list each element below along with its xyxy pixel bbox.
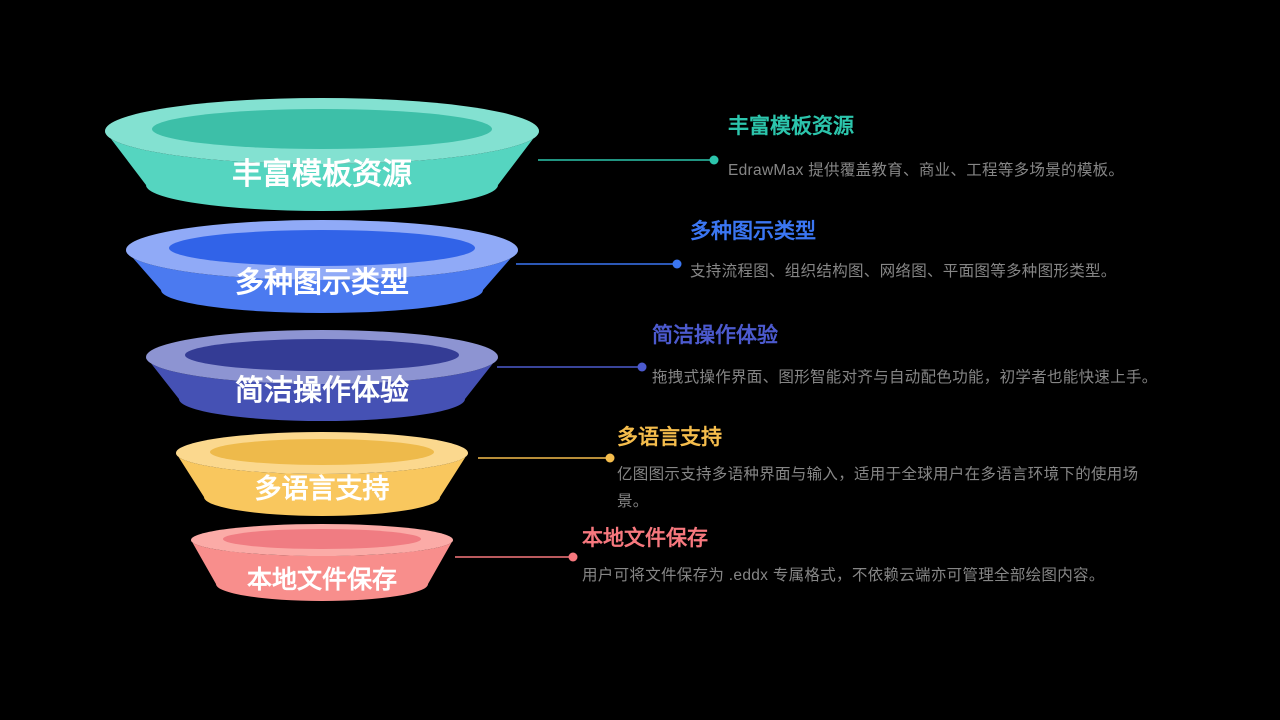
connector-dot-4 — [605, 453, 615, 463]
funnel-level-3: 简洁操作体验 — [146, 330, 647, 421]
funnel-level-2-hole — [169, 230, 475, 266]
feature-description-2: 支持流程图、组织结构图、网络图、平面图等多种图形类型。 — [690, 263, 1117, 280]
funnel-level-5-hole — [223, 529, 421, 549]
connector-dot-2 — [672, 259, 682, 269]
funnel-level-1-hole — [152, 109, 492, 149]
funnel-level-1: 丰富模板资源 — [105, 98, 719, 211]
feature-description-1: EdrawMax 提供覆盖教育、商业、工程等多场景的模板。 — [728, 162, 1125, 179]
funnel-level-4: 多语言支持 — [176, 432, 615, 516]
feature-description-5: 用户可将文件保存为 .eddx 专属格式，不依赖云端亦可管理全部绘图内容。 — [582, 567, 1105, 584]
feature-item-3: 简洁操作体验 拖拽式操作界面、图形智能对齐与自动配色功能，初学者也能快速上手。 — [652, 322, 1164, 391]
funnel-level-2-label: 多种图示类型 — [235, 266, 409, 299]
connector-dot-3 — [637, 362, 647, 372]
funnel-level-1-label: 丰富模板资源 — [232, 157, 412, 191]
funnel-level-3-side — [146, 357, 498, 421]
funnel-level-2-side — [126, 250, 518, 313]
feature-heading-1: 丰富模板资源 — [728, 115, 854, 138]
funnel-level-4-label: 多语言支持 — [255, 474, 390, 504]
connector-dot-1 — [709, 155, 719, 165]
feature-heading-4: 多语言支持 — [617, 426, 722, 449]
funnel-level-4-hole — [210, 439, 434, 465]
funnel-level-2: 多种图示类型 — [126, 220, 682, 313]
funnel-level-3-hole — [185, 339, 459, 371]
feature-item-1: 丰富模板资源 EdrawMax 提供覆盖教育、商业、工程等多场景的模板。 — [728, 113, 1168, 184]
feature-description-4: 亿图图示支持多语种界面与输入，适用于全球用户在多语言环境下的使用场景。 — [617, 466, 1139, 510]
feature-heading-5: 本地文件保存 — [582, 527, 708, 550]
connector-dot-5 — [568, 552, 578, 562]
feature-heading-3: 简洁操作体验 — [652, 324, 778, 347]
funnel-level-4-side — [176, 453, 468, 516]
funnel-level-5-side — [191, 540, 453, 601]
funnel-level-5-label: 本地文件保存 — [247, 565, 397, 594]
funnel-level-1-side — [105, 131, 539, 211]
feature-item-2: 多种图示类型 支持流程图、组织结构图、网络图、平面图等多种图形类型。 — [690, 218, 1170, 285]
feature-item-5: 本地文件保存 用户可将文件保存为 .eddx 专属格式，不依赖云端亦可管理全部绘… — [582, 525, 1147, 589]
feature-description-3: 拖拽式操作界面、图形智能对齐与自动配色功能，初学者也能快速上手。 — [652, 369, 1158, 386]
feature-heading-2: 多种图示类型 — [690, 220, 816, 243]
funnel-level-5: 本地文件保存 — [191, 524, 578, 601]
feature-item-4: 多语言支持 亿图图示支持多语种界面与输入，适用于全球用户在多语言环境下的使用场景… — [617, 424, 1162, 515]
funnel-level-3-label: 简洁操作体验 — [235, 373, 409, 407]
